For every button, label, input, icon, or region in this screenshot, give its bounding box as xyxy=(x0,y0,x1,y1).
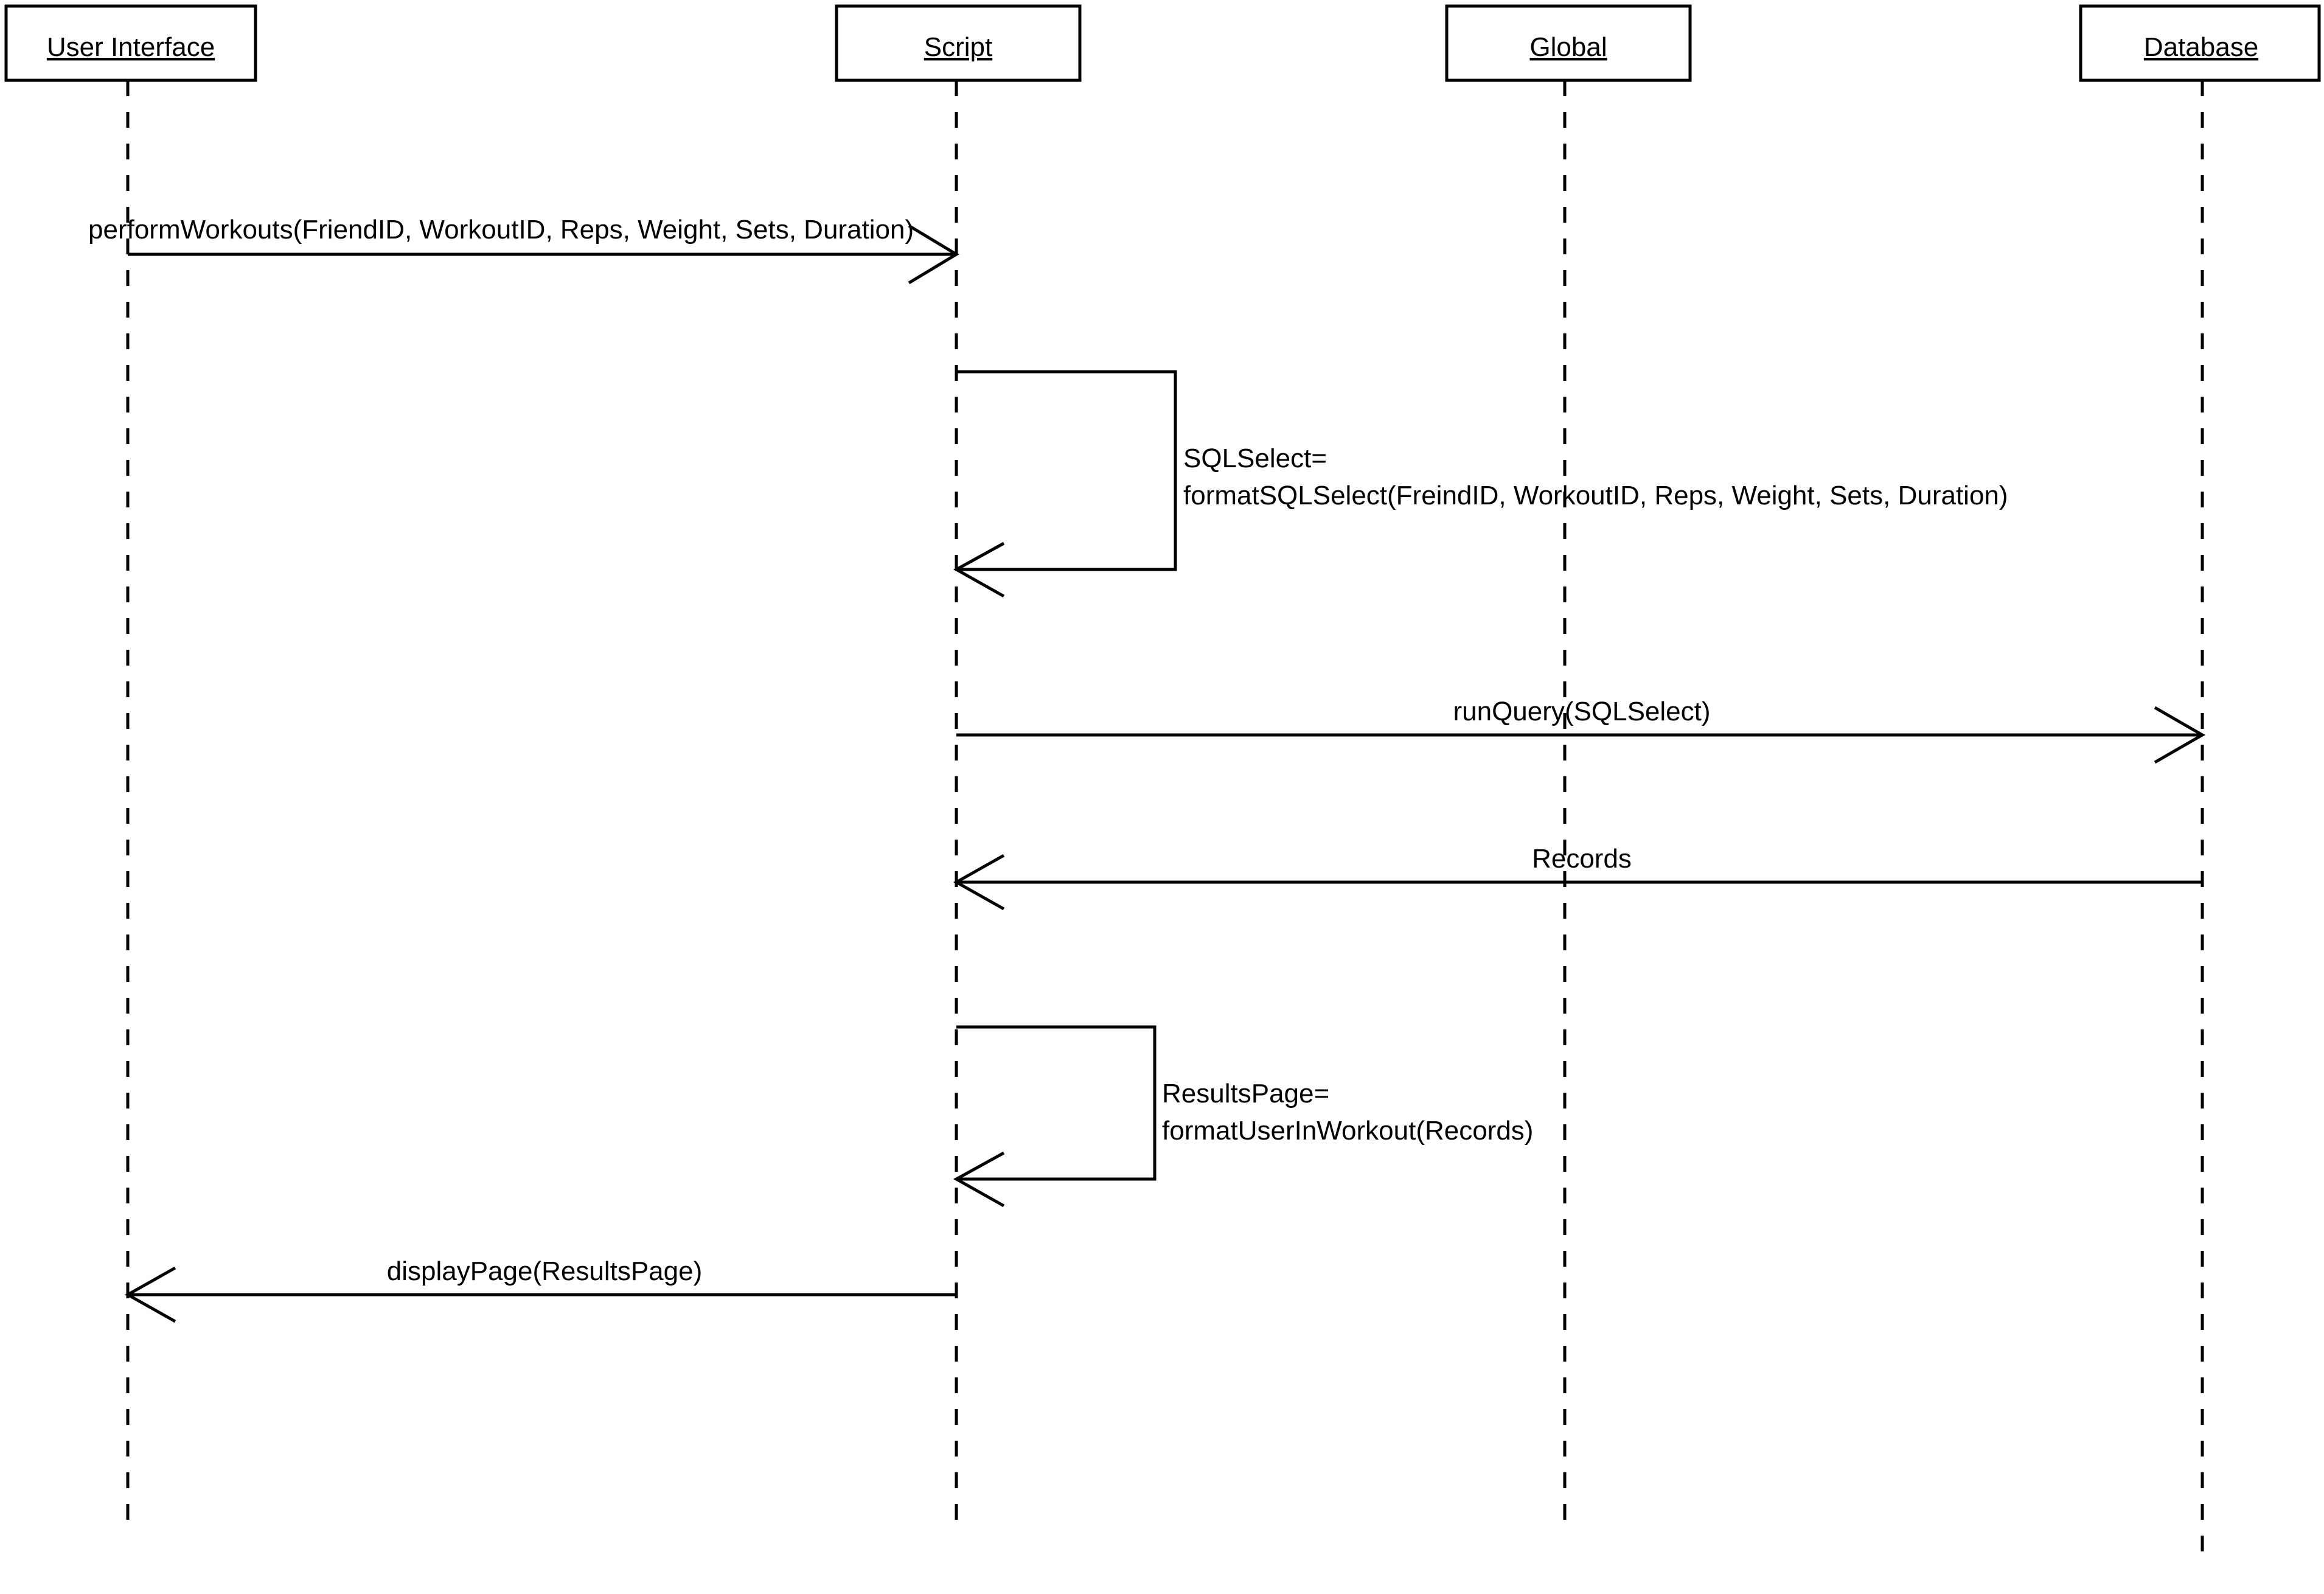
message-arrowhead-records xyxy=(953,854,1005,911)
lifeline-database[interactable]: Database xyxy=(2079,4,2321,1554)
lifeline-box-user-interface[interactable] xyxy=(4,4,257,82)
self-call-label-format-user-in-workout-line1: ResultsPage= xyxy=(1162,1079,1329,1108)
message-records[interactable]: Records xyxy=(953,844,2202,911)
lifeline-box-database[interactable] xyxy=(2079,4,2321,82)
lifeline-global[interactable]: Global xyxy=(1445,4,1692,1533)
lifeline-box-script[interactable] xyxy=(835,4,1082,82)
message-label-records: Records xyxy=(1532,844,1632,874)
self-call-path-format-sql-select xyxy=(956,370,1177,571)
self-call-format-sql-select[interactable]: SQLSelect= formatSQLSelect(FreindID, Wor… xyxy=(953,370,2008,598)
message-perform-workouts[interactable]: performWorkouts(FriendID, WorkoutID, Rep… xyxy=(88,215,959,285)
lifeline-label-user-interface: User Interface xyxy=(47,32,215,62)
self-call-label-format-sql-select-line1: SQLSelect= xyxy=(1183,444,1327,473)
message-arrowhead-run-query xyxy=(2154,706,2206,764)
message-label-perform-workouts: performWorkouts(FriendID, WorkoutID, Rep… xyxy=(88,215,914,245)
lifeline-label-global: Global xyxy=(1529,32,1607,62)
self-call-path-format-user-in-workout xyxy=(956,1025,1157,1181)
self-call-format-user-in-workout[interactable]: ResultsPage= formatUserInWorkout(Records… xyxy=(953,1025,1533,1208)
lifeline-label-script: Script xyxy=(924,32,992,62)
lifeline-user-interface[interactable]: User Interface xyxy=(4,4,257,1533)
message-run-query[interactable]: runQuery(SQLSelect) xyxy=(956,697,2206,764)
message-label-run-query: runQuery(SQLSelect) xyxy=(1453,697,1710,726)
message-display-page[interactable]: displayPage(ResultsPage) xyxy=(124,1256,956,1323)
lifeline-box-global[interactable] xyxy=(1445,4,1692,82)
message-label-display-page: displayPage(ResultsPage) xyxy=(387,1256,703,1286)
lifeline-label-database: Database xyxy=(2144,32,2258,62)
message-arrowhead-display-page xyxy=(124,1266,176,1323)
message-arrowhead-perform-workouts xyxy=(908,224,959,285)
self-call-arrowhead-format-sql-select xyxy=(953,541,1005,598)
self-call-label-format-sql-select-line2: formatSQLSelect(FreindID, WorkoutID, Rep… xyxy=(1183,481,2008,510)
lifeline-script[interactable]: Script xyxy=(835,4,1082,1533)
self-call-arrowhead-format-user-in-workout xyxy=(953,1151,1005,1208)
self-call-label-format-user-in-workout-line2: formatUserInWorkout(Records) xyxy=(1162,1116,1533,1146)
